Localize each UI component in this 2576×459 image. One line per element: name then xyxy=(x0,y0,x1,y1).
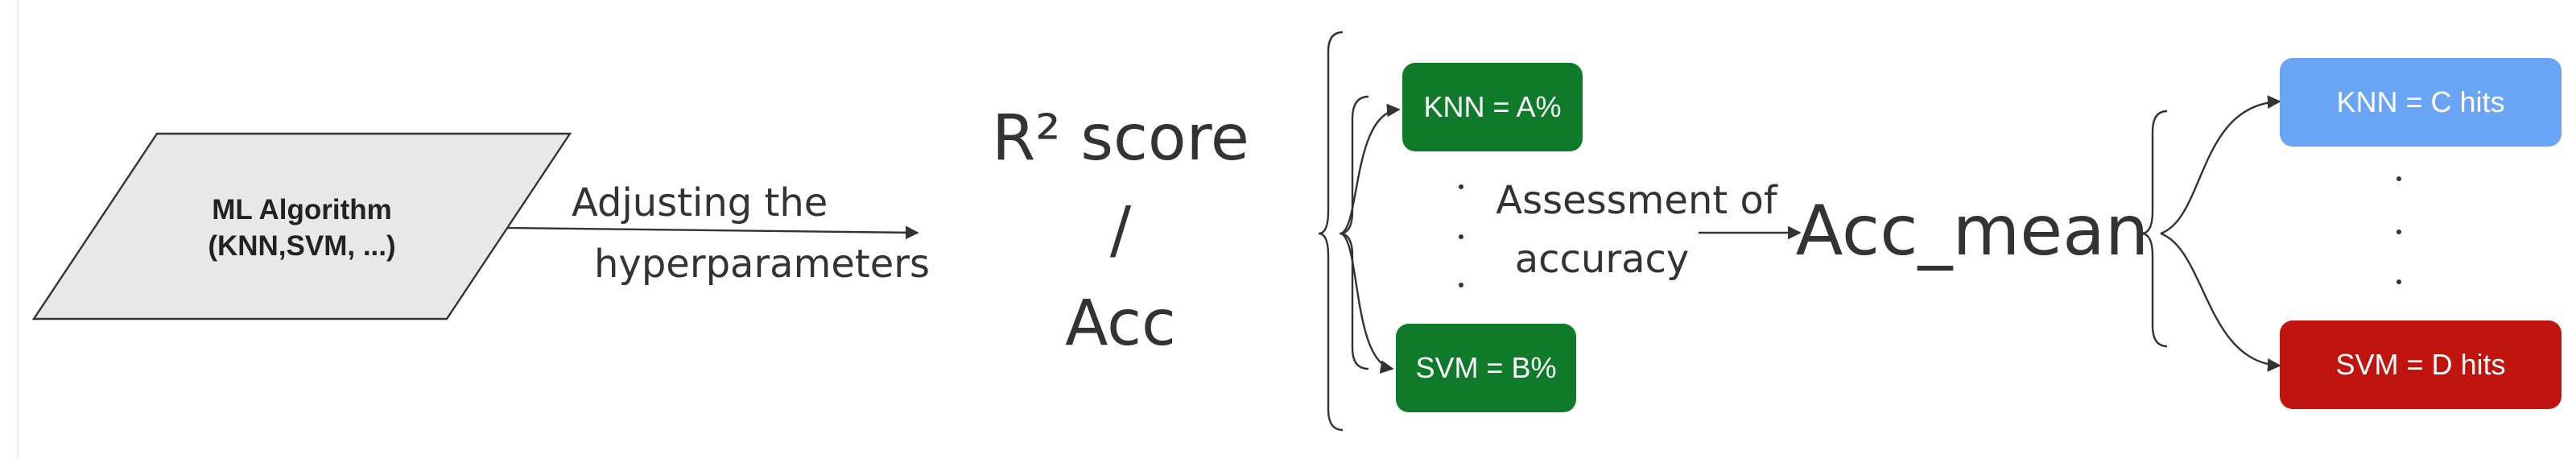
large-brace xyxy=(1318,31,1344,432)
branch-to-knn-hits xyxy=(2160,95,2281,235)
adjusting-arrow xyxy=(506,225,919,240)
small-brace xyxy=(1339,95,1369,370)
acc-mean-label: Acc_mean xyxy=(1796,191,2149,271)
score-label-line3: Acc xyxy=(1065,287,1176,360)
branch-to-knn xyxy=(1340,103,1401,235)
algorithm-label-line1: ML Algorithm xyxy=(212,194,392,225)
knn-hits-rect xyxy=(2280,58,2562,147)
knn-accuracy-box: KNN = A% xyxy=(1402,63,1583,151)
knn-hits-label: KNN = C hits xyxy=(2336,85,2504,118)
svm-accuracy-rect xyxy=(1396,324,1576,412)
adjusting-label-line1: Adjusting the xyxy=(572,180,828,225)
ellipsis-dot-1 xyxy=(1459,184,1463,189)
algorithm-parallelogram xyxy=(31,132,572,320)
hits-ellipsis-dot-3 xyxy=(2396,279,2401,284)
svm-hits-label: SVM = D hits xyxy=(2335,348,2505,381)
svm-accuracy-label: SVM = B% xyxy=(1415,351,1556,384)
score-label-line2: / xyxy=(1110,194,1132,267)
hits-ellipsis-dot-1 xyxy=(2396,176,2401,181)
right-brace xyxy=(2140,110,2168,348)
hits-ellipsis-dot-2 xyxy=(2396,229,2401,234)
svm-hits-rect xyxy=(2280,320,2562,409)
svm-accuracy-box: SVM = B% xyxy=(1396,324,1576,412)
assessment-label-line1: Assessment of xyxy=(1496,178,1778,223)
adjusting-label-line2: hyperparameters xyxy=(594,242,930,287)
svm-hits-box: SVM = D hits xyxy=(2280,320,2562,409)
ellipsis-dot-3 xyxy=(1459,283,1463,287)
score-label-line1: R² score xyxy=(992,102,1249,175)
knn-accuracy-label: KNN = A% xyxy=(1423,90,1561,123)
knn-hits-box: KNN = C hits xyxy=(2280,58,2562,147)
assessment-label-line2: accuracy xyxy=(1515,237,1690,282)
ellipsis-dot-2 xyxy=(1459,234,1463,239)
algorithm-node: ML Algorithm (KNN,SVM, ...) xyxy=(31,132,572,320)
branch-to-svm xyxy=(1340,232,1394,374)
branch-to-svm-hits xyxy=(2160,232,2281,372)
algorithm-label-line2: (KNN,SVM, ...) xyxy=(208,230,395,262)
score-metric: R² score / Acc xyxy=(992,102,1249,360)
knn-accuracy-rect xyxy=(1402,63,1583,151)
